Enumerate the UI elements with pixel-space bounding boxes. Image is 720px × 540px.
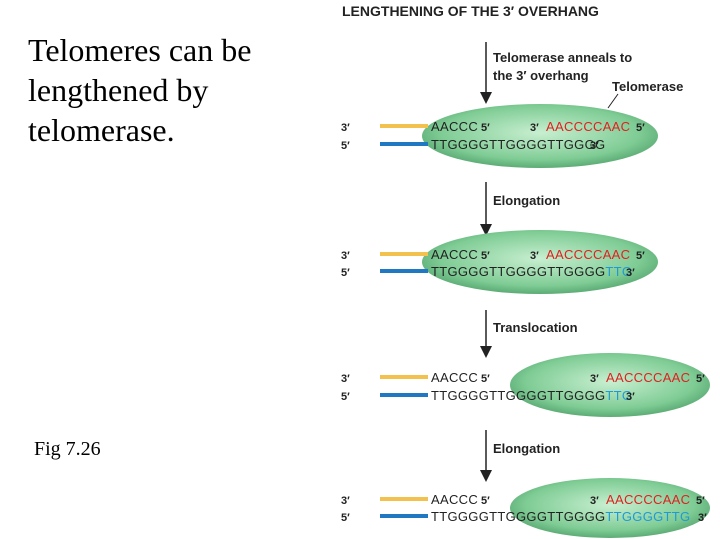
rna-template-sequence: AACCCCAAC <box>606 370 690 385</box>
figure-caption: Fig 7.26 <box>34 438 101 460</box>
telomerase-enzyme <box>422 104 658 168</box>
prime-5-rna: 5′ <box>696 495 705 507</box>
elongation-label-1: Elongation <box>493 193 560 208</box>
prime-5-bottom: 5′ <box>341 267 350 279</box>
prime-3-rna: 3′ <box>590 495 599 507</box>
panel-elongation-2: 3′ 5′ AACCC 5′ 3′ AACCCCAAC 5′ TTGGGGTTG… <box>341 478 710 538</box>
top-sequence: AACCC <box>431 247 478 262</box>
top-strand <box>380 497 428 501</box>
top-strand <box>380 252 428 256</box>
anneal-label-line1: Telomerase anneals to <box>493 50 632 65</box>
prime-3-bottom: 3′ <box>698 512 707 524</box>
translocation-label: Translocation <box>493 320 578 335</box>
prime-5-rna: 5′ <box>636 122 645 134</box>
telomerase-label: Telomerase <box>612 79 683 94</box>
diagram-title: LENGTHENING OF THE 3′ OVERHANG <box>342 3 599 19</box>
panel-anneal: 3′ 5′ AACCC 5′ 3′ AACCCCAAC 5′ TTGGGGTTG… <box>341 104 658 168</box>
elongation-label-2: Elongation <box>493 441 560 456</box>
panel-elongation-1: 3′ 5′ AACCC 5′ 3′ AACCCCAAC 5′ TTGGGGTTG… <box>341 230 658 294</box>
prime-5-rna: 5′ <box>636 250 645 262</box>
bottom-sequence: TTGGGGTTGGGGTTGGGGTTG <box>431 264 632 279</box>
prime-3-top: 3′ <box>341 373 350 385</box>
bottom-sequence: TTGGGGTTGGGGTTGGGGTTGGGGTTG <box>431 509 690 524</box>
prime-5-bottom: 5′ <box>341 391 350 403</box>
telomerase-enzyme <box>422 230 658 294</box>
top-sequence: AACCC <box>431 492 478 507</box>
telomerase-pointer <box>607 93 619 109</box>
panel-translocation: 3′ 5′ AACCC 5′ 3′ AACCCCAAC 5′ TTGGGGTTG… <box>341 353 710 417</box>
prime-3-bottom: 3′ <box>590 140 599 152</box>
bottom-sequence: TTGGGGTTGGGGTTGGGG <box>431 137 605 152</box>
anneal-label-line2: the 3′ overhang <box>493 68 589 83</box>
prime-5-top: 5′ <box>481 122 490 134</box>
top-sequence: AACCC <box>431 119 478 134</box>
prime-5-top: 5′ <box>481 250 490 262</box>
prime-5-bottom: 5′ <box>341 140 350 152</box>
prime-3-rna: 3′ <box>590 373 599 385</box>
prime-5-bottom: 5′ <box>341 512 350 524</box>
prime-3-top: 3′ <box>341 122 350 134</box>
telomerase-enzyme <box>510 478 710 538</box>
rna-template-sequence: AACCCCAAC <box>546 247 630 262</box>
prime-3-rna: 3′ <box>530 122 539 134</box>
bottom-strand <box>380 142 428 146</box>
bottom-sequence: TTGGGGTTGGGGTTGGGGTTG <box>431 388 632 403</box>
telomerase-enzyme <box>510 353 710 417</box>
top-strand <box>380 124 428 128</box>
rna-template-sequence: AACCCCAAC <box>606 492 690 507</box>
bottom-strand <box>380 393 428 397</box>
prime-3-top: 3′ <box>341 495 350 507</box>
bottom-strand <box>380 514 428 518</box>
top-sequence: AACCC <box>431 370 478 385</box>
bottom-strand <box>380 269 428 273</box>
slide-title: Telomeres can be lengthened by telomeras… <box>28 32 252 148</box>
prime-3-bottom: 3′ <box>626 267 635 279</box>
prime-3-bottom: 3′ <box>626 391 635 403</box>
prime-3-rna: 3′ <box>530 250 539 262</box>
rna-template-sequence: AACCCCAAC <box>546 119 630 134</box>
prime-5-rna: 5′ <box>696 373 705 385</box>
prime-5-top: 5′ <box>481 495 490 507</box>
top-strand <box>380 375 428 379</box>
prime-3-top: 3′ <box>341 250 350 262</box>
prime-5-top: 5′ <box>481 373 490 385</box>
